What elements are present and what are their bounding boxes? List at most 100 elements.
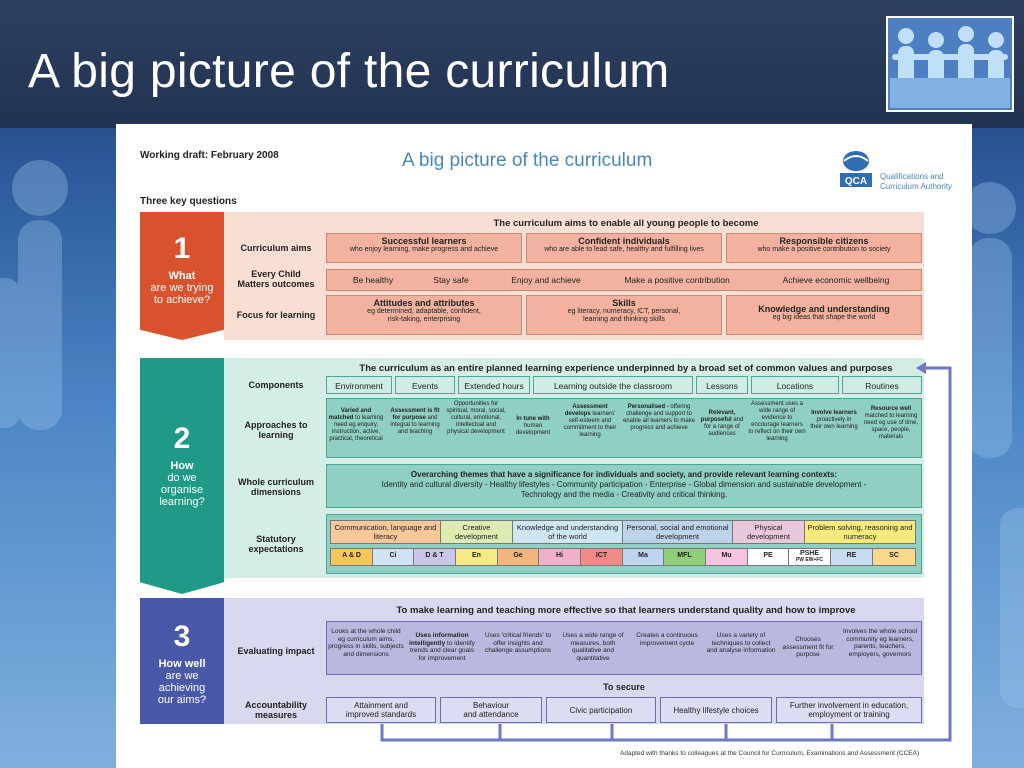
approaches-box	[326, 398, 922, 458]
approach-text: Opportunities for spiritual, moral, soci…	[446, 401, 506, 435]
approach-text: and integral to learning and teaching	[390, 415, 440, 435]
poster-title: A big picture of the curriculum	[402, 150, 653, 171]
section1-number: 1	[173, 232, 191, 265]
approach-8: Assessment uses a wide range of evidence…	[748, 401, 806, 443]
subject-ad: A & D	[331, 549, 373, 565]
approach-text: offering challenge and support to enable…	[622, 404, 696, 431]
eval-text: Uses 'critical friends' to offer insight…	[484, 632, 552, 654]
statutory-label: Statutory expectations	[228, 534, 324, 554]
approach-5: Assessment develops learners' self-estee…	[562, 404, 618, 439]
section2-number: 2	[173, 422, 191, 455]
approach-1: Varied and matched to learning need eg e…	[328, 408, 384, 443]
approach-text: matched to learning need eg use of time,…	[863, 413, 919, 440]
measure-behaviour: Behaviour and attendance	[440, 697, 542, 723]
subject-en: En	[456, 549, 498, 565]
qca-name-line2: Curriculum Authority	[880, 182, 953, 191]
curriculum-aims-label: Curriculum aims	[240, 243, 312, 253]
subject-mfl: MFL	[664, 549, 706, 565]
ecm-label: Every Child Matters outcomes	[228, 269, 324, 289]
approach-bold: Varied and matched	[328, 408, 372, 421]
subject-ci: Ci	[373, 549, 414, 565]
area-knowledge-world: Knowledge and understanding of the world	[513, 521, 623, 543]
focus-knowledge: Knowledge and understanding eg big ideas…	[726, 295, 922, 335]
qca-logo-icon: QCA	[840, 151, 872, 187]
focus-title: Skills	[612, 298, 636, 308]
section2-question-box: 2 How do we organise learning?	[140, 358, 224, 594]
ecm-label-line1: Every Child	[251, 269, 301, 279]
component-extended-hours: Extended hours	[458, 376, 530, 394]
eval-text: Uses a variety of techniques to collect …	[706, 632, 776, 654]
section2-q3: organise	[160, 484, 204, 496]
measure-further-involvement: Further involvement in education, employ…	[776, 697, 922, 723]
approach-bold: In tune with	[516, 416, 550, 422]
section2-q2: do we	[167, 472, 197, 484]
subject-pe: PE	[748, 549, 789, 565]
evaluating-box	[326, 621, 922, 675]
approach-6: Personalised - offering challenge and su…	[622, 404, 696, 432]
component-lessons: Lessons	[696, 376, 748, 394]
component-events: Events	[395, 376, 455, 394]
area-personal-social: Personal, social and emotional developme…	[623, 521, 733, 543]
credit-line: Adapted with thanks to colleagues at the…	[620, 750, 920, 757]
working-draft-label: Working draft: February 2008	[140, 150, 279, 161]
whole-label-line2: dimensions	[250, 487, 301, 497]
focus-desc1: eg literacy, numeracy, ICT, personal,	[567, 308, 681, 315]
qca-logo-text: QCA	[845, 176, 867, 187]
section3-header: To make learning and teaching more effec…	[396, 605, 856, 616]
subject-re: RE	[831, 549, 873, 565]
focus-for-learning-label: Focus for learning	[236, 310, 316, 320]
approach-text: human development	[515, 423, 551, 436]
pshe-label: PSHE	[799, 550, 820, 557]
subject-ge: Ge	[498, 549, 539, 565]
approach-text: to learning need eg enquiry, instruction…	[329, 415, 384, 442]
eval-7: Chooses assessment fit for purpose	[778, 636, 838, 659]
section3-q1: How well	[158, 658, 206, 670]
measure-line2: and attendance	[463, 710, 519, 719]
aim-title: Confident individuals	[578, 236, 670, 246]
aim-successful-learners: Successful learners who enjoy learning, …	[326, 233, 522, 263]
accountability-label-line1: Accountability	[244, 700, 307, 710]
slide-title: A big picture of the curriculum	[28, 45, 670, 98]
aim-title: Responsible citizens	[779, 236, 869, 246]
approach-bold: Resource well	[870, 406, 912, 412]
approach-bold: Personalised -	[627, 404, 669, 410]
aim-responsible-citizens: Responsible citizens who make a positive…	[726, 233, 922, 263]
eval-3: Uses 'critical friends' to offer insight…	[482, 632, 554, 655]
figures-logo	[886, 16, 1014, 112]
eval-5: Creates a continuous improvement cycle	[632, 632, 702, 647]
approach-7: Relevant, purposeful and for a range of …	[700, 410, 744, 438]
approach-2: Assessment is fit for purpose and integr…	[386, 408, 444, 436]
eval-6: Uses a variety of techniques to collect …	[706, 632, 776, 655]
component-locations: Locations	[751, 376, 839, 394]
section1-q1: What	[168, 270, 196, 282]
component-routines: Routines	[842, 376, 922, 394]
ecm-positive-contribution: Make a positive contribution	[624, 275, 730, 285]
measure-line2: employment or training	[808, 710, 890, 719]
section2-q4: learning?	[159, 496, 205, 508]
eval-text: to identify trends and clear goals for i…	[410, 639, 475, 662]
eval-2: Uses information intelligently to identi…	[406, 632, 478, 662]
measure-attainment: Attainment and improved standards	[326, 697, 436, 723]
section3-q2: are we	[165, 670, 199, 682]
focus-desc1: eg big ideas that shape the world	[772, 314, 876, 321]
section3-question-box: 3 How well are we achieving our aims?	[140, 598, 224, 724]
ecm-be-healthy: Be healthy	[352, 275, 394, 285]
background-figures	[0, 160, 1024, 708]
focus-skills: Skills eg literacy, numeracy, ICT, perso…	[526, 295, 722, 335]
subject-ma: Ma	[623, 549, 664, 565]
evaluating-impact-label: Evaluating impact	[237, 646, 315, 656]
approach-4: In tune with human development	[508, 416, 558, 437]
measure-civic: Civic participation	[546, 697, 656, 723]
focus-attitudes: Attitudes and attributes eg determined, …	[326, 295, 522, 335]
eval-4: Uses a wide range of measures, both qual…	[558, 632, 628, 662]
measure-line1: Further involvement in education,	[789, 701, 909, 710]
section1-q2: are we trying	[150, 282, 214, 294]
area-physical: Physical development	[733, 521, 805, 543]
subject-dt: D & T	[414, 549, 456, 565]
subject-ict: ICT	[581, 549, 623, 565]
section1-question-box: 1 What are we trying to achieve?	[140, 212, 224, 340]
approach-text: proactively in their own learning	[810, 417, 858, 430]
measure-line1: Civic participation	[569, 706, 633, 715]
ecm-stay-safe: Stay safe	[433, 275, 469, 285]
area-problem-solving: Problem solving, reasoning and numeracy	[805, 521, 915, 543]
